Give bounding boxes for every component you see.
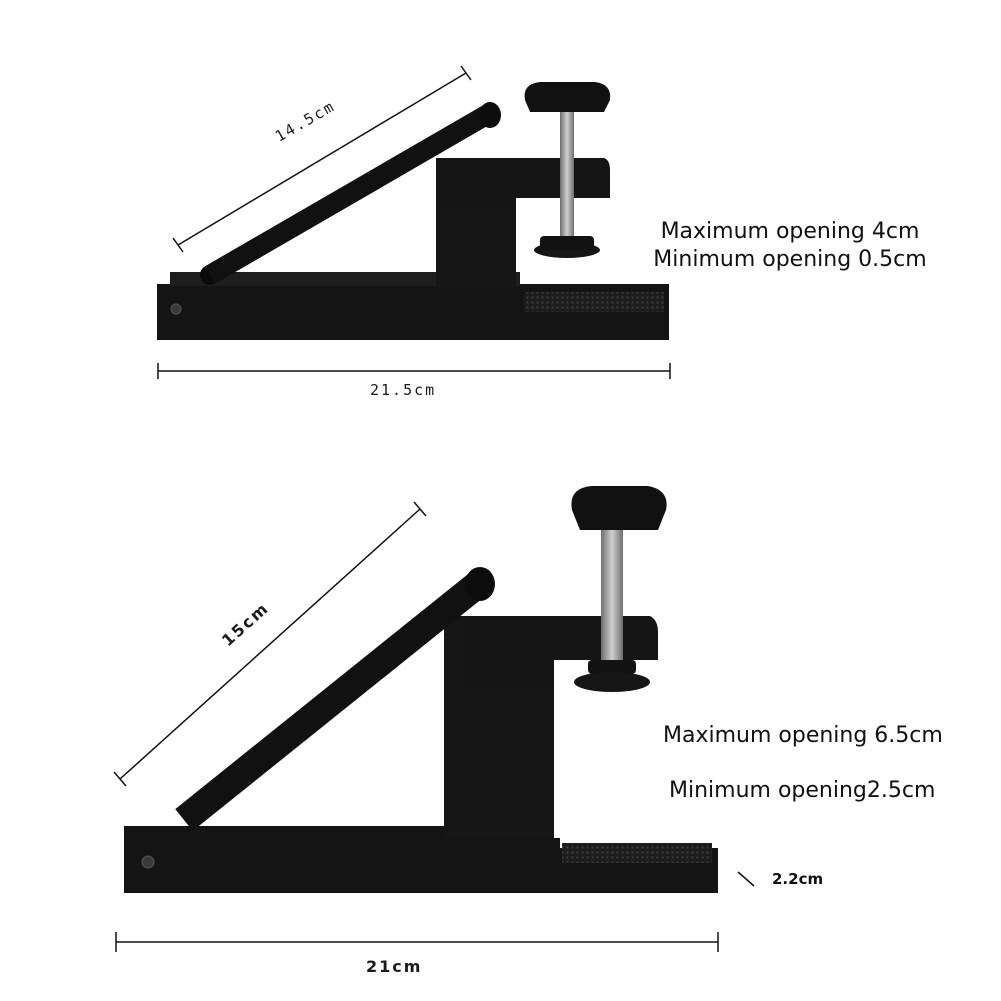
top-min-opening: Minimum opening 0.5cm <box>653 247 927 272</box>
bottom-clamp-foot <box>574 672 650 692</box>
top-pivot-hole <box>170 303 182 315</box>
top-angled-arm-core <box>204 105 494 284</box>
bottom-max-opening: Maximum opening 6.5cm <box>663 723 943 748</box>
bottom-base-length-label: 21cm <box>366 957 423 976</box>
top-max-opening: Maximum opening 4cm <box>660 219 920 244</box>
top-clamp-foot-top <box>540 236 594 250</box>
top-base-length-label: 21.5cm <box>370 381 437 399</box>
bottom-min-opening: Minimum opening2.5cm <box>669 778 936 803</box>
top-knob <box>524 82 611 112</box>
bottom-base-bar <box>124 826 718 893</box>
bottom-clamp <box>124 486 718 893</box>
bottom-knob <box>571 486 667 530</box>
bottom-height-pointer <box>737 871 755 887</box>
bottom-height-label: 2.2cm <box>772 870 824 888</box>
bottom-clamp-foot-top <box>588 660 636 674</box>
top-screw-thread <box>560 108 574 248</box>
top-base-edge <box>170 272 520 286</box>
bottom-screw-thread <box>601 522 623 670</box>
bottom-dimension-lines <box>113 501 755 952</box>
bottom-angled-arm <box>175 573 487 831</box>
top-opening-specs: Maximum opening 4cm Minimum opening 0.5c… <box>630 218 950 274</box>
bottom-arm-end-cap <box>465 567 495 601</box>
top-dimension-lines <box>157 65 671 379</box>
top-knurled-pad <box>524 292 664 312</box>
bottom-knurled-pad <box>562 843 712 863</box>
bottom-pivot-hole <box>141 855 155 869</box>
top-arm-end-cap <box>479 102 501 128</box>
bottom-arm-dimension-line <box>119 508 421 780</box>
top-clamp <box>157 82 669 340</box>
top-upper-jaw <box>436 158 610 210</box>
top-arm-dimension-line <box>177 72 467 246</box>
